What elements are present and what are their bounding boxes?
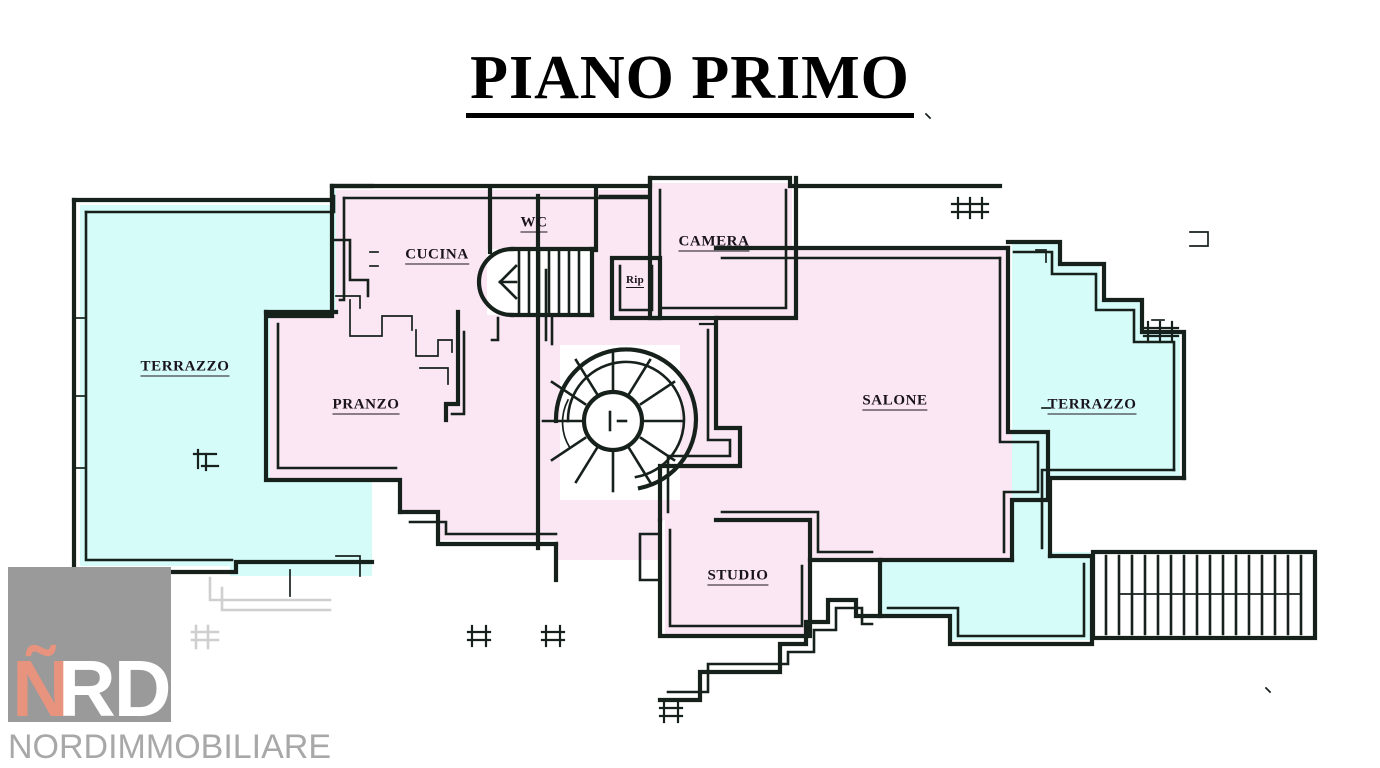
room-label-terrazzo-left: TERRAZZO — [140, 358, 230, 377]
wall-core-east-inner — [666, 328, 732, 514]
wall-salone-east — [1005, 245, 1051, 563]
walls-pranzo — [263, 299, 459, 515]
wall-salone-sw — [713, 517, 883, 563]
wall-north-block-west — [267, 183, 335, 319]
walls-terrace-right — [657, 239, 1187, 703]
wall-rip-inner — [618, 264, 654, 312]
wall-studio-outline — [657, 517, 813, 639]
room-label-ripostiglio: Rip — [625, 274, 645, 288]
wall-studio-west-jog — [638, 532, 662, 582]
column-mark-bottom-c — [658, 700, 684, 724]
wall-studio-inner — [668, 528, 804, 628]
pergola-slats — [1104, 554, 1303, 636]
wall-salone-east-inner — [998, 256, 1040, 554]
walls-ripostiglio — [609, 255, 663, 321]
spiral-staircase — [541, 347, 699, 493]
wall-pranzo-outline — [263, 309, 403, 515]
wall-hall-west-spine — [443, 309, 461, 423]
room-label-salone: SALONE — [862, 392, 928, 411]
column-mark-north-right — [950, 196, 990, 220]
room-fills — [80, 183, 1180, 640]
page-title: PIANO PRIMO — [0, 45, 1380, 119]
wall-north-main — [329, 175, 1003, 189]
room-label-studio: STUDIO — [707, 567, 769, 586]
column-mark-terrace-left — [192, 448, 220, 472]
stair-winder-radials — [498, 264, 518, 300]
detail-nw-box — [330, 238, 370, 298]
wall-terrace-right-bottom-inner — [886, 562, 1086, 638]
wall-terrace-left-inner — [84, 210, 234, 562]
room-label-cucina: CUCINA — [405, 246, 469, 265]
column-mark-right-edge — [1142, 320, 1180, 344]
logo-wordmark: NORDIMMOBILIARE — [8, 728, 332, 766]
spiral-newel — [581, 389, 645, 453]
room-label-wc: WC — [520, 214, 548, 233]
straight-staircase — [476, 246, 595, 346]
column-mark-bottom-b — [540, 624, 566, 648]
column-mark-bottom-a — [466, 624, 492, 648]
pergola-frame — [1090, 549, 1318, 641]
wall-terrace-right-lower-inner — [1040, 468, 1176, 550]
fill-salone — [716, 248, 1012, 614]
detail-ticks — [289, 112, 1272, 694]
column-mark-terrace-left-bottom-faded — [190, 624, 220, 650]
wall-terrace-bottom-jog-inner — [666, 606, 874, 694]
wall-pranzo-south-inner — [408, 520, 558, 536]
room-label-terrazzo-right: TERRAZZO — [1047, 396, 1137, 415]
detail-pranzo-niche-b — [415, 329, 453, 357]
wall-terrace-left-outer — [71, 197, 375, 575]
ghost-lines — [208, 576, 332, 612]
wall-terrace-bottom-jog — [657, 597, 883, 703]
spiral-treads — [541, 349, 685, 493]
logo-mark-letters: RD — [58, 644, 172, 733]
wall-pranzo-south — [397, 509, 559, 547]
fill-studio — [665, 520, 810, 634]
ghost-terrace-parapet-2 — [220, 586, 332, 612]
wall-terrace-right-bottom — [877, 553, 1095, 647]
wall-rip-outline — [609, 255, 663, 321]
wall-terrace-right-step — [1005, 239, 1187, 481]
logo-accent-letter: Ñ — [12, 644, 70, 733]
wall-core-east — [657, 315, 743, 523]
room-label-camera: CAMERA — [678, 233, 750, 252]
spiral-mid-arc — [561, 398, 572, 450]
wall-salone-sw-inner — [720, 510, 874, 554]
pergola-balustrade — [1090, 549, 1318, 641]
column-marks — [190, 196, 1180, 724]
detail-nw-jog — [335, 295, 361, 309]
walls-studio — [638, 517, 813, 639]
wall-terrace-left-top — [71, 183, 375, 203]
wall-block-nw-jog — [338, 196, 346, 302]
stair-treads — [517, 249, 581, 315]
agency-logo: Ñ RD NORDIMMOBILIARE — [6, 567, 336, 767]
spiral-outer-arc — [553, 347, 699, 491]
walls-nw-detail — [330, 238, 370, 309]
stair-curved-end — [476, 246, 515, 318]
ghost-terrace-parapet — [208, 576, 332, 602]
wall-hall-spine-b — [450, 330, 466, 416]
room-label-pranzo: PRANZO — [332, 396, 400, 415]
wall-pranzo-inner — [276, 322, 398, 470]
stair-post-left — [490, 316, 500, 342]
logo-square-backdrop — [8, 567, 171, 722]
walls-salone — [713, 245, 1051, 617]
detail-pranzo-niche-a — [349, 299, 413, 337]
wall-terrace-right-lower — [1047, 475, 1187, 559]
page-title-text: PIANO PRIMO — [466, 45, 914, 119]
detail-pranzo-niche-c — [419, 367, 449, 385]
